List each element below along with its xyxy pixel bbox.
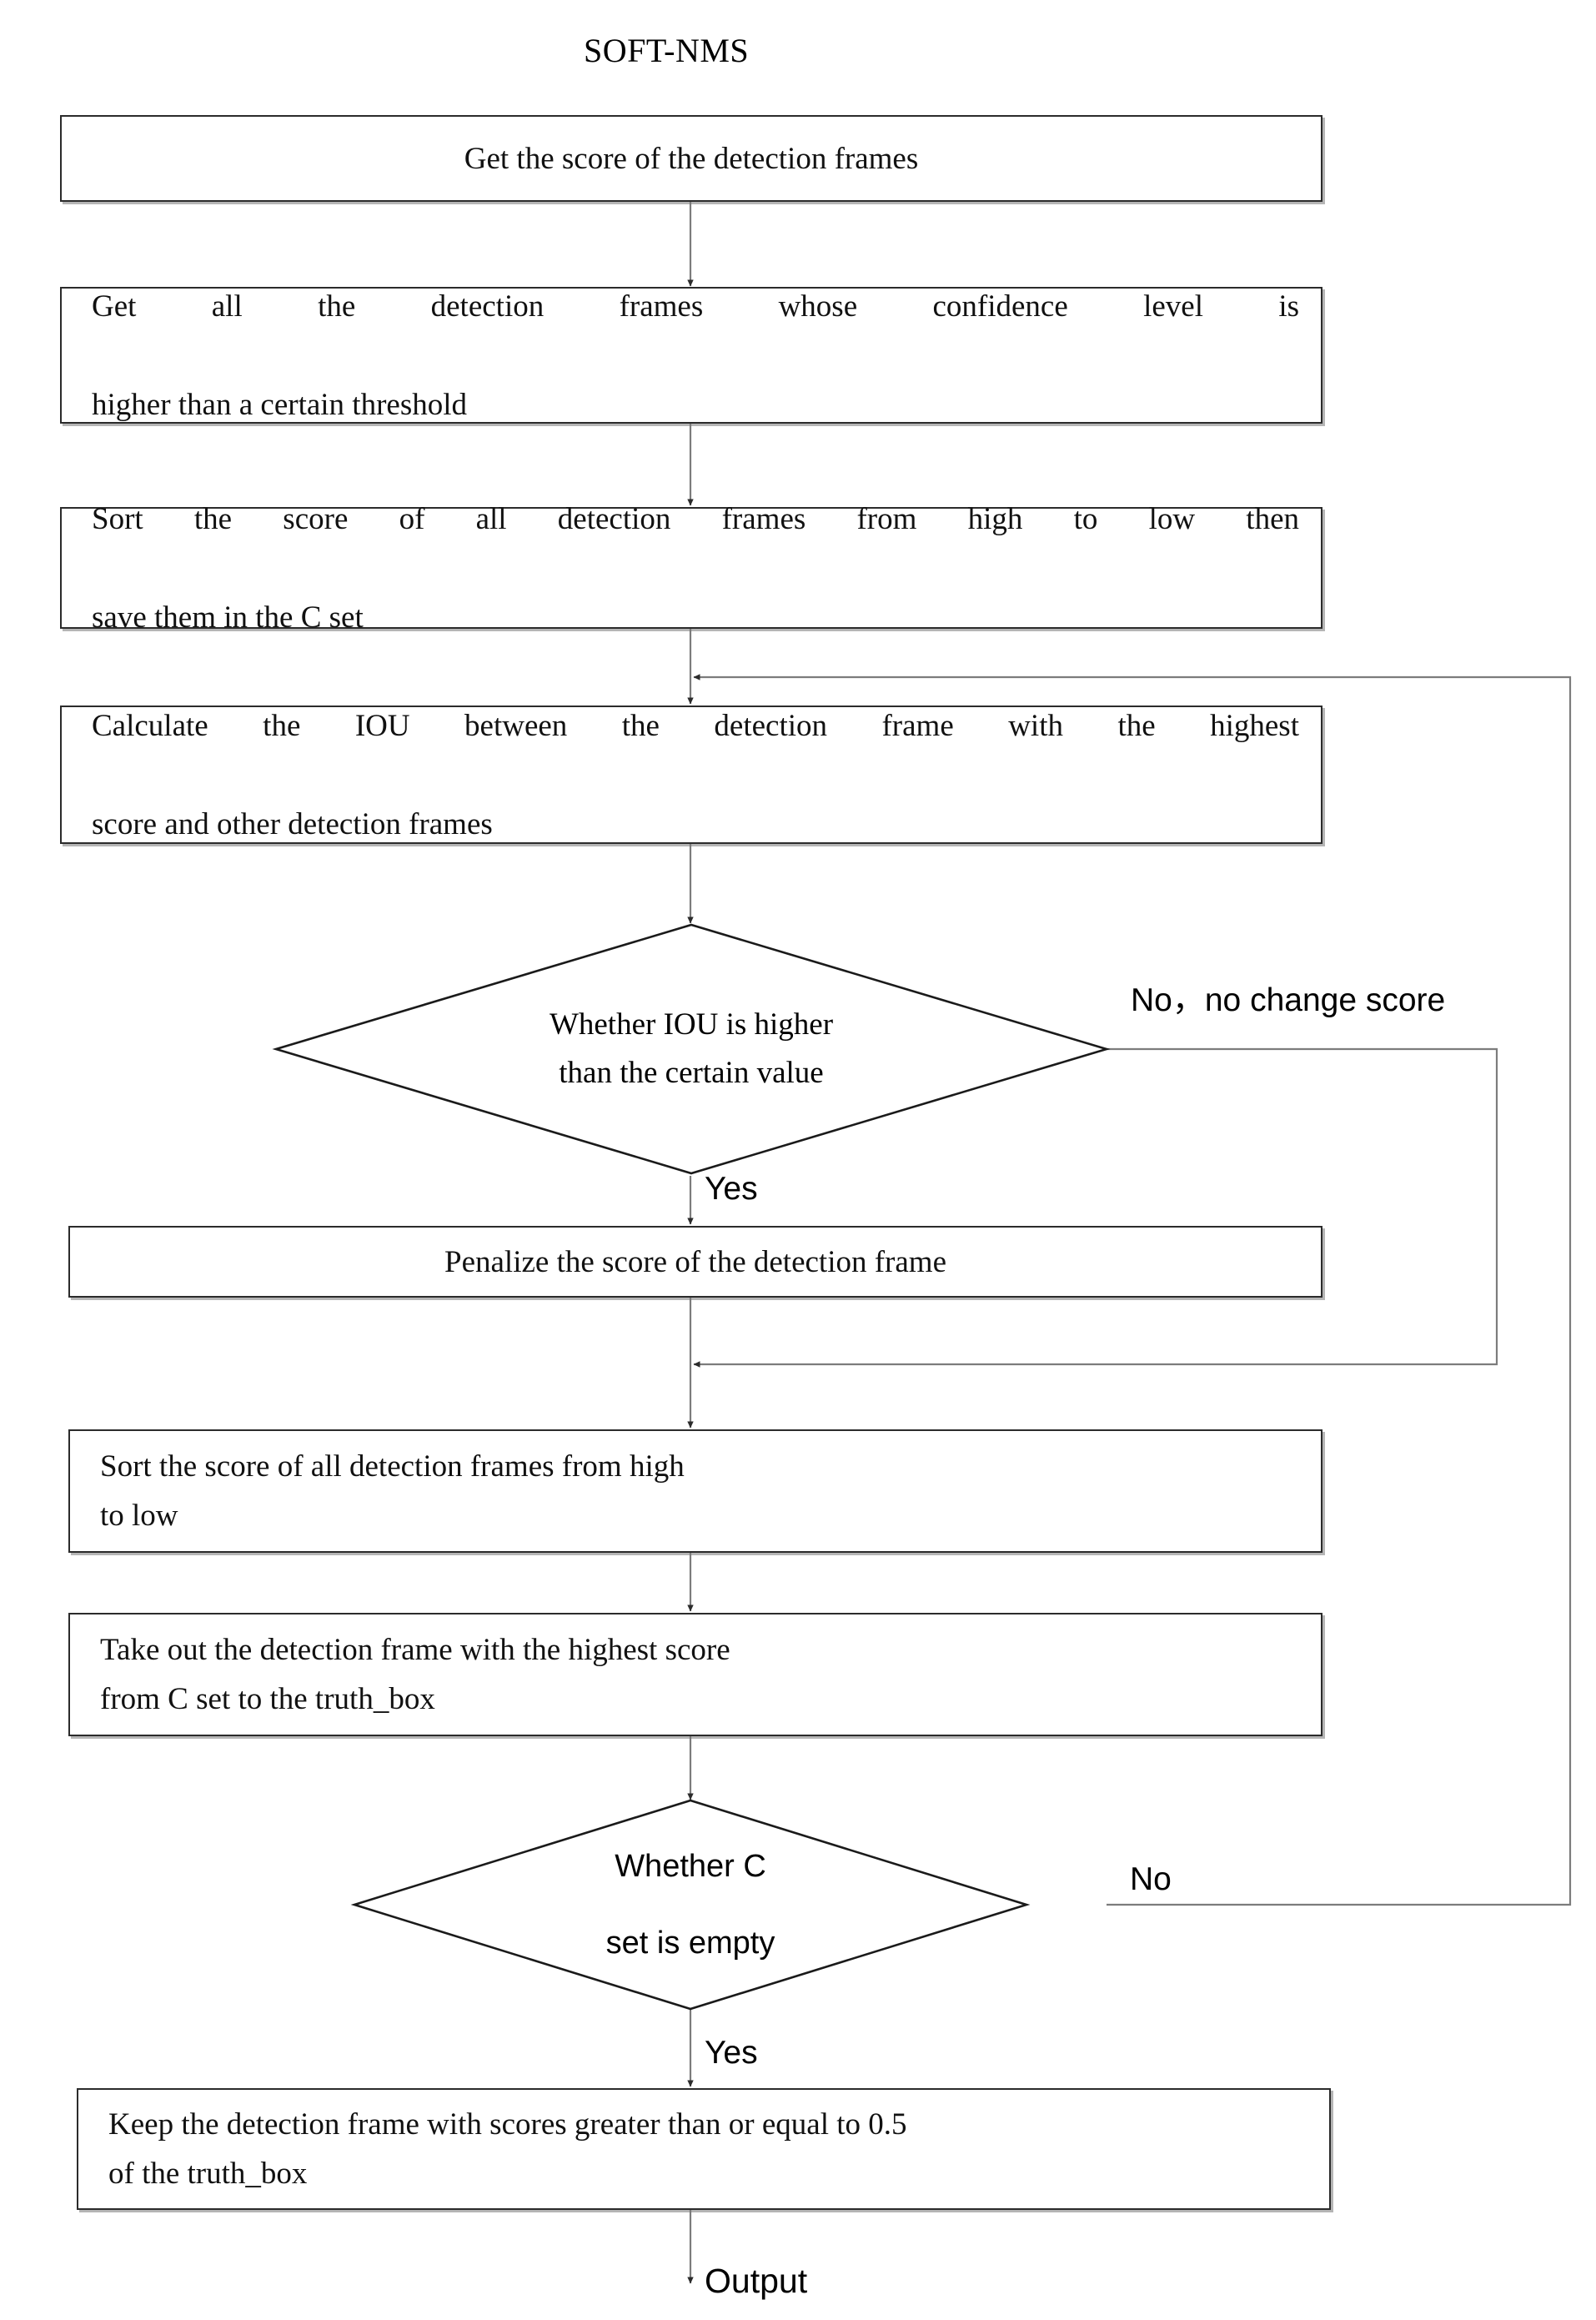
node-resort-scores-line1: Sort the score of all detection frames f… xyxy=(100,1449,685,1484)
decision-iou-threshold-line2: than the certain value xyxy=(559,1056,824,1090)
edge-label-d2-yes: Yes xyxy=(705,2035,758,2071)
node-sort-into-c: Sort the score of all detection frames f… xyxy=(60,502,1322,635)
node-penalize-score-label: Penalize the score of the detection fram… xyxy=(444,1244,946,1279)
node-calculate-iou-line1: Calculate the IOU between the detection … xyxy=(92,708,1299,743)
node-keep-final-frames-line2: of the truth_box xyxy=(108,2157,308,2191)
edge-label-d2-no: No xyxy=(1130,1861,1172,1897)
node-resort-scores-line2: to low xyxy=(100,1499,178,1533)
node-keep-final-frames-line1: Keep the detection frame with scores gre… xyxy=(108,2107,907,2142)
node-resort-scores-label: Sort the score of all detection frames f… xyxy=(70,1442,1321,1540)
node-filter-confidence-line1: Get all the detection frames whose confi… xyxy=(92,289,1299,324)
node-calculate-iou-line2: score and other detection frames xyxy=(92,806,493,841)
decision-iou-threshold-line1: Whether IOU is higher xyxy=(549,1007,834,1042)
node-take-out-highest: Take out the detection frame with the hi… xyxy=(68,1613,1322,1736)
node-penalize-score: Penalize the score of the detection fram… xyxy=(68,1226,1322,1298)
node-filter-confidence: Get all the detection frames whose confi… xyxy=(60,287,1322,424)
node-filter-confidence-label: Get all the detection frames whose confi… xyxy=(62,282,1321,429)
decision-c-set-empty-label: Whether C set is empty xyxy=(354,1800,1027,2010)
decision-iou-threshold-shape xyxy=(272,923,1111,1175)
decision-c-set-empty: Whether C set is empty xyxy=(350,1799,1031,2011)
edge-d1-no-loop xyxy=(693,1047,1498,1368)
node-get-score-label: Get the score of the detection frames xyxy=(464,141,919,176)
decision-iou-threshold-label: Whether IOU is higher than the certain v… xyxy=(275,924,1107,1174)
node-filter-confidence-line2: higher than a certain threshold xyxy=(92,387,467,422)
node-sort-into-c-label: Sort the score of all detection frames f… xyxy=(62,495,1321,642)
node-take-out-highest-line2: from C set to the truth_box xyxy=(100,1682,435,1716)
node-calculate-iou-label: Calculate the IOU between the detection … xyxy=(62,701,1321,849)
node-sort-into-c-line1: Sort the score of all detection frames f… xyxy=(92,501,1299,536)
decision-c-set-empty-shape xyxy=(350,1799,1031,2011)
edge-label-d1-yes: Yes xyxy=(705,1171,758,1207)
node-keep-final-frames: Keep the detection frame with scores gre… xyxy=(77,2088,1331,2210)
decision-iou-threshold: Whether IOU is higher than the certain v… xyxy=(272,923,1111,1175)
diagram-title: SOFT-NMS xyxy=(584,32,750,69)
node-get-score: Get the score of the detection frames xyxy=(60,115,1322,202)
decision-c-set-empty-line1: Whether C xyxy=(615,1849,766,1884)
node-keep-final-frames-label: Keep the detection frame with scores gre… xyxy=(78,2100,1329,2198)
node-take-out-highest-line1: Take out the detection frame with the hi… xyxy=(100,1633,730,1667)
edge-label-d1-no: No，no change score xyxy=(1131,982,1446,1018)
edge-label-output: Output xyxy=(705,2262,808,2300)
node-sort-into-c-line2: save them in the C set xyxy=(92,600,364,635)
node-take-out-highest-label: Take out the detection frame with the hi… xyxy=(70,1625,1321,1724)
node-calculate-iou: Calculate the IOU between the detection … xyxy=(60,706,1322,844)
node-resort-scores: Sort the score of all detection frames f… xyxy=(68,1429,1322,1553)
decision-c-set-empty-line2: set is empty xyxy=(605,1926,775,1961)
